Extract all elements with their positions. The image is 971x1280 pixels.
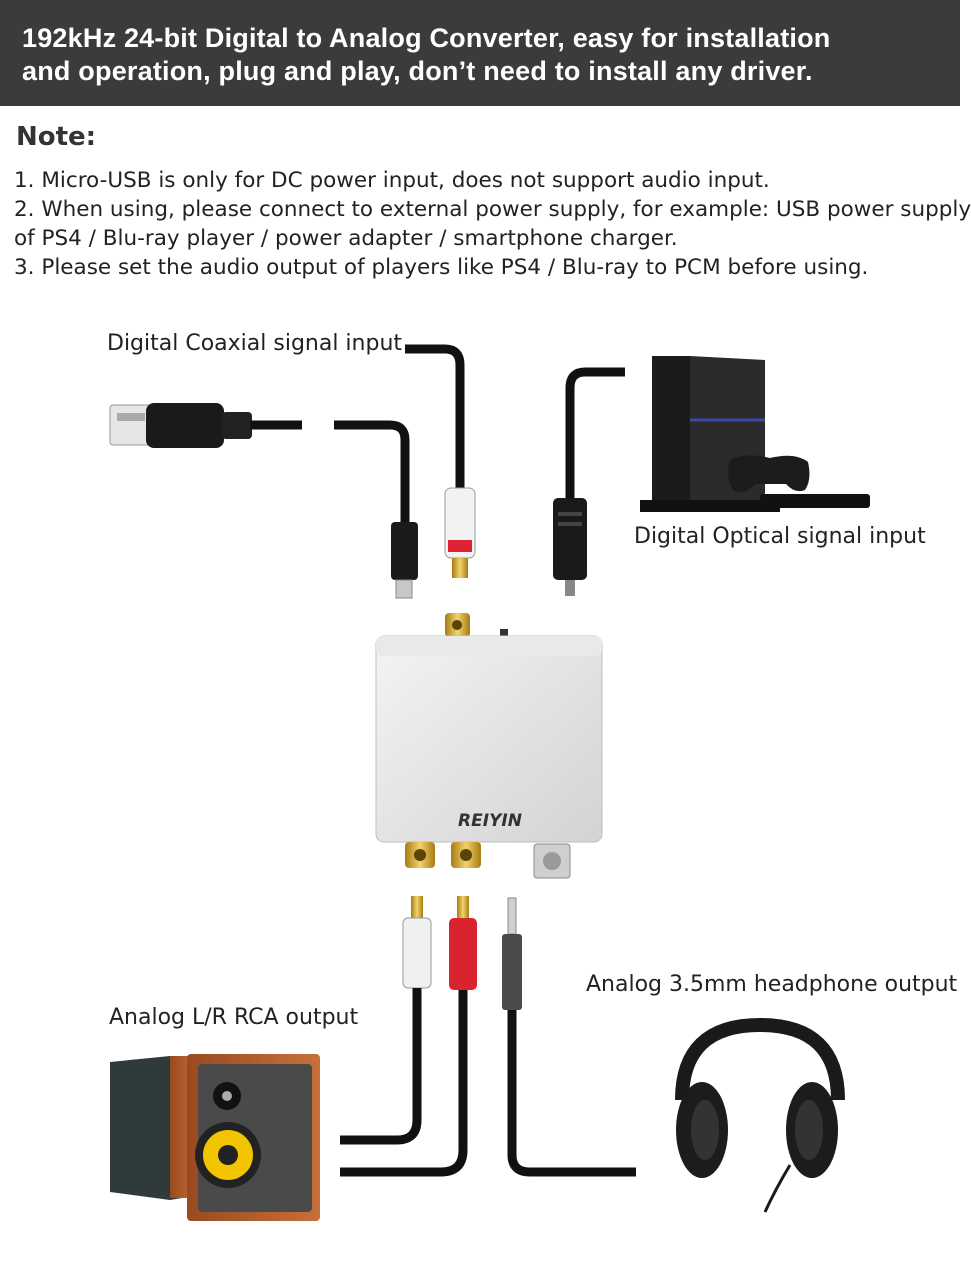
note-item: of PS4 / Blu-ray player / power adapter …: [14, 226, 678, 251]
note-item: 3. Please set the audio output of player…: [14, 255, 869, 280]
rca-cables-icon: [340, 896, 477, 1177]
headphone-cable-icon: [502, 897, 636, 1177]
banner-line-2: and operation, plug and play, don’t need…: [22, 56, 813, 86]
connection-diagram: REIYIN: [109, 344, 870, 1221]
headphone-output-label: Analog 3.5mm headphone output: [586, 972, 958, 997]
note-item: 2. When using, please connect to externa…: [14, 197, 971, 222]
headphones-icon: [675, 1017, 845, 1213]
banner-line-1: 192kHz 24-bit Digital to Analog Converte…: [22, 23, 831, 53]
coaxial-cable-icon: [405, 344, 476, 578]
note-list: 1. Micro-USB is only for DC power input,…: [14, 166, 971, 282]
speakers-icon: [110, 1054, 320, 1221]
optical-input-label: Digital Optical signal input: [634, 524, 926, 549]
ps4-console-icon: [640, 356, 870, 512]
header-banner: 192kHz 24-bit Digital to Analog Converte…: [0, 0, 960, 106]
usb-cable-icon: [109, 403, 418, 599]
coaxial-input-label: Digital Coaxial signal input: [107, 331, 403, 356]
note-title: Note:: [16, 122, 97, 152]
optical-cable-icon: [553, 367, 625, 596]
note-item: 1. Micro-USB is only for DC power input,…: [14, 168, 770, 193]
dac-brand-label: REIYIN: [458, 811, 522, 831]
rca-output-label: Analog L/R RCA output: [109, 1005, 359, 1030]
dac-converter-icon: REIYIN: [375, 613, 603, 879]
